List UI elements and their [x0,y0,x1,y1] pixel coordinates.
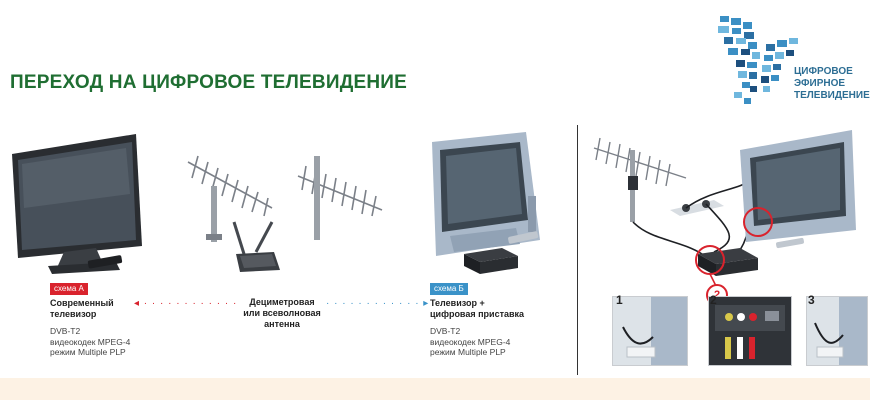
callout-circle-icon [743,207,773,237]
indoor-antenna-icon [232,221,280,272]
step-number-3: 3 [808,293,815,307]
arrow-left-icon: ◂ · · · · · · · · · · · · [134,298,238,309]
bottom-band [0,378,870,400]
scheme-b-name-line1: Телевизор + [430,298,485,308]
antenna-line3: антенна [264,319,300,329]
set-top-box-icon [464,248,518,274]
scheme-b-title: Телевизор + цифровая приставка [430,298,524,320]
roof-antenna-icon [593,137,687,187]
step-panel-2 [708,296,792,366]
antenna-label: Дециметровая или всеволновая антенна [232,297,332,330]
scheme-b-name-line2: цифровая приставка [430,309,525,319]
page-title: ПЕРЕХОД НА ЦИФРОВОЕ ТЕЛЕВИДЕНИЕ [10,72,407,93]
antenna-line2: или всеволновая [243,308,321,318]
scheme-a-spec3: режим Multiple PLP [50,347,126,357]
scheme-b-specs: DVB-T2 видеокодек MPEG-4 режим Multiple … [430,326,510,358]
arrow-right-icon: · · · · · · · · · · · · ▸ [326,298,430,309]
step-number-1: 1 [616,293,623,307]
installation-diagram [593,130,856,287]
step-panel-3 [806,296,868,366]
log-periodic-antenna-icon [297,156,383,240]
connector-cables-icon [709,297,791,365]
logo-line-1: ЦИФРОВОЕ [794,66,853,77]
butterfly-logo-icon [718,16,798,104]
scheme-b-spec1: DVB-T2 [430,326,461,336]
scheme-a-specs: DVB-T2 видеокодек MPEG-4 режим Multiple … [50,326,130,358]
yagi-antenna-icon [187,155,273,242]
step-panel-1 [612,296,688,366]
antenna-line1: Дециметровая [249,297,315,307]
scheme-a-name-line1: Современный [50,298,114,308]
scheme-b-spec2: видеокодек MPEG-4 [430,336,511,347]
scheme-a-spec1: DVB-T2 [50,326,81,336]
scheme-b-spec3: режим Multiple PLP [430,347,506,357]
scheme-b-badge: схема Б [430,283,468,295]
scheme-a-name-line2: телевизор [50,309,97,319]
scheme-a-spec2: видеокодек MPEG-4 [50,336,131,347]
modern-tv-icon [12,134,142,274]
antenna-cable-icon [807,297,867,365]
power-plug-icon [613,297,687,365]
logo-line-3: ТЕЛЕВИДЕНИЕ [794,90,870,101]
logo-line-2: ЭФИРНОЕ [794,78,846,89]
scheme-a-title: Современный телевизор [50,298,114,320]
crt-tv-icon [432,132,540,256]
remote-control-icon [508,231,539,244]
step-number-2: 2 [710,293,717,307]
logo-text: ЦИФРОВОЕ ЭФИРНОЕ ТЕЛЕВИДЕНИЕ [794,66,870,102]
section-divider [577,125,578,375]
scheme-a-badge: схема А [50,283,88,295]
